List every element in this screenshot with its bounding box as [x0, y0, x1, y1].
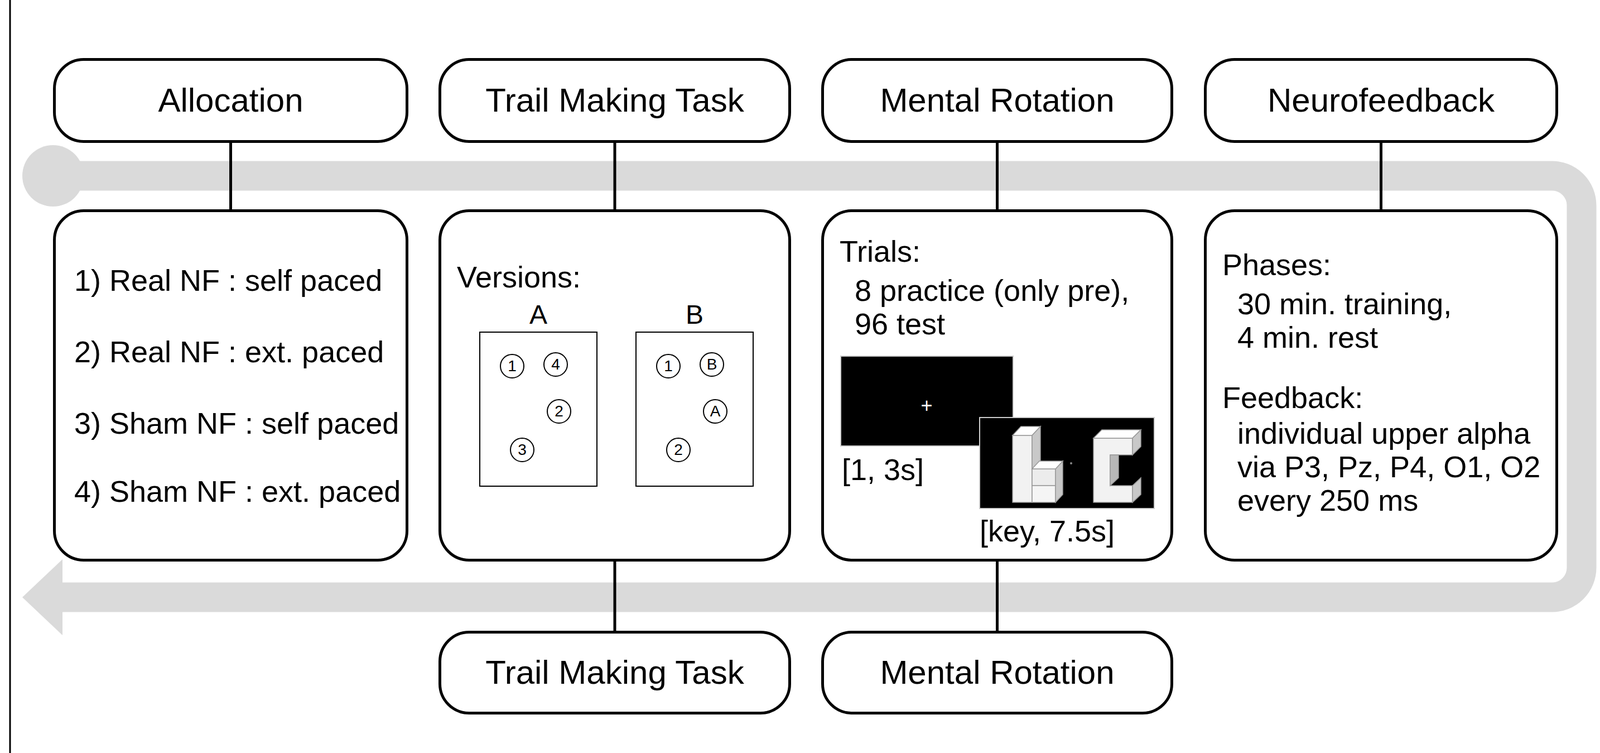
node-text: B [636, 300, 753, 330]
node-text: 30 min. training, 4 min. rest [1237, 286, 1464, 354]
node-text: individual upper alpha via P3, Pz, P4, O… [1237, 416, 1556, 517]
node-text: 1) Real NF : self paced [74, 263, 383, 297]
node-text: Neurofeedback [1267, 80, 1495, 121]
version-sheet: A1423 [479, 331, 598, 487]
trail-circle: 2 [666, 437, 691, 462]
trail-circle: A [702, 398, 728, 424]
detail-box: Versions: A 1 4 2 3 B 1 B A 2 [438, 209, 792, 562]
node-text: Versions: [456, 259, 581, 294]
node-text: 8 practice (only pre), 96 test [854, 273, 1151, 341]
node-text: 3 [517, 440, 527, 460]
header-box: Trail Making Task [438, 630, 792, 715]
trail-circle: 1 [499, 353, 525, 379]
node-text: Mental Rotation [879, 652, 1115, 693]
node-text: 2 [554, 401, 564, 421]
node-text: 1 [663, 356, 673, 376]
node-text: 2) Real NF : ext. paced [74, 334, 384, 369]
node-text: 4) Sham NF : ext. paced [74, 474, 401, 508]
connector-line [995, 561, 999, 631]
node-text: Trials: [839, 234, 921, 268]
node-text: 1 [507, 356, 517, 376]
header-box: Trail Making Task [438, 58, 792, 143]
node-text: Allocation [157, 80, 303, 121]
detail-box: Trials: 8 practice (only pre), 96 test [821, 209, 1174, 562]
trail-circle: 4 [543, 352, 568, 377]
connector-line [229, 142, 233, 210]
trail-circle: B [699, 352, 725, 377]
connector-line [613, 142, 617, 210]
node-text: B [706, 354, 718, 374]
node-text: Phases: [1222, 247, 1332, 282]
node-text: A [480, 300, 597, 330]
frame-line [9, 0, 12, 753]
fixation-cross: + [915, 388, 938, 423]
loop-arrowhead [22, 558, 63, 635]
detail-box: Phases: 30 min. training, 4 min. restFeed… [1203, 209, 1559, 562]
node-text: 4 [551, 354, 561, 374]
version-sheet: B1BA2 [635, 331, 754, 487]
node-text: Feedback: [1222, 380, 1363, 414]
timing-label: [key, 7.5s] [979, 513, 1115, 548]
stimulus-screen [979, 417, 1155, 509]
loop-band [52, 175, 1582, 597]
detail-box: 1) Real NF : self paced 2) Real NF : ext.… [52, 209, 409, 562]
header-box: Neurofeedback [1203, 58, 1559, 143]
trail-circle: 1 [656, 353, 681, 379]
header-box: Mental Rotation [821, 630, 1174, 715]
node-text: Trail Making Task [485, 80, 744, 121]
connector-line [1379, 142, 1383, 210]
trail-circle: 2 [546, 398, 572, 424]
node-text: Trail Making Task [485, 652, 744, 693]
connector-line [613, 561, 617, 631]
header-box: Mental Rotation [821, 58, 1174, 143]
header-box: Allocation [52, 58, 409, 143]
node-text: 2 [673, 440, 683, 460]
node-text: A [710, 401, 721, 421]
connector-line [995, 142, 999, 210]
node-text: 3) Sham NF : self paced [74, 406, 399, 440]
node-text: Mental Rotation [879, 80, 1115, 121]
trail-circle: 3 [509, 437, 535, 462]
timing-label: [1, 3s] [841, 451, 924, 487]
